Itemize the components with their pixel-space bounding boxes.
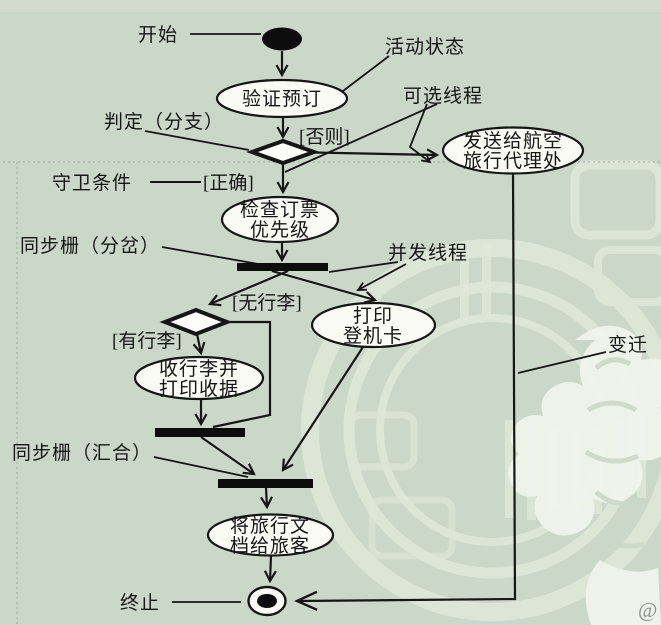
annotation-decision-branch: 判定（分支）	[104, 111, 224, 133]
collect-label-1: 收行李并	[159, 358, 239, 380]
activity-print-boarding-pass	[310, 301, 437, 349]
verify-label: 验证预订	[242, 88, 322, 110]
pointer-concurrent-thread-1	[328, 261, 399, 273]
check-label-2: 优先级	[250, 219, 310, 241]
activity-verify-reservation	[215, 78, 349, 119]
edge-send-to-final	[294, 173, 517, 611]
pointer-optional-thread-2	[284, 103, 438, 173]
pointer-optional-thread-1	[408, 103, 432, 164]
check-label-1: 检查订票	[240, 199, 320, 221]
fork-bar	[237, 263, 328, 271]
annotation-sync-join: 同步栅（汇合）	[12, 442, 152, 464]
edge-join2-to-give	[260, 487, 273, 510]
give-label-1: 将旅行文	[230, 515, 310, 537]
guard-correct: [正确]	[203, 172, 254, 194]
pointer-sync-join	[153, 456, 249, 478]
annotation-sync-fork: 同步栅（分岔）	[20, 235, 160, 257]
annotation-optional-thread: 可选线程	[403, 85, 483, 107]
join-bar-2	[218, 479, 313, 488]
pointer-decision-branch	[144, 130, 250, 151]
label-end: 终止	[120, 592, 160, 614]
decision-diamond-1	[246, 138, 320, 166]
edge-has-luggage-to-collect	[192, 333, 206, 356]
join-bar-1	[155, 428, 245, 437]
diagram-nodes	[133, 27, 585, 617]
final-node	[247, 585, 287, 617]
edge-give-to-final	[263, 555, 277, 584]
annotation-activity-state: 活动状态	[385, 36, 465, 58]
start-node	[262, 27, 302, 51]
pointer-transition	[517, 351, 607, 374]
edge-fork-to-print	[271, 269, 378, 304]
edge-join1-to-join2	[200, 436, 256, 476]
guard-no-luggage: [无行李]	[232, 292, 302, 314]
guard-has-luggage: [有行李]	[112, 330, 182, 352]
flow-edges	[192, 51, 517, 611]
activity-check-priority	[220, 195, 340, 244]
annotation-transition: 变迁	[608, 334, 648, 356]
annotation-concurrent-thread: 并发线程	[388, 242, 468, 264]
edge-print-to-join2	[281, 346, 364, 472]
diagram-text: 开始 活动状态 可选线程 判定（分支） [否则] 守卫条件 [正确] 同步栅（分…	[12, 24, 657, 622]
activity-collect-luggage	[133, 355, 265, 401]
collect-label-2: 打印收据	[159, 378, 239, 400]
activity-give-documents	[206, 513, 335, 557]
edge-no-luggage-bypass	[212, 320, 272, 429]
annotation-guard-condition: 守卫条件	[52, 172, 132, 194]
decision-diamond-2	[159, 307, 233, 337]
send-label-1: 发送给航空	[463, 130, 563, 152]
label-start: 开始	[138, 24, 178, 46]
annotation-lines	[144, 33, 607, 603]
guard-otherwise: [否则]	[299, 126, 350, 148]
edge-otherwise-to-send	[313, 148, 440, 162]
print-label-1: 打印	[353, 305, 393, 327]
give-label-2: 档给旅客	[230, 535, 310, 557]
activity-send-to-agency	[441, 126, 585, 175]
pointer-concurrent-thread-2	[356, 263, 407, 291]
send-label-2: 旅行代理处	[463, 150, 563, 172]
at-sign-watermark: @	[638, 598, 657, 622]
pointer-activity-state	[342, 55, 390, 92]
print-label-2: 登机卡	[343, 325, 403, 347]
watermark-dragon	[508, 325, 661, 625]
edge-fork-to-luggage-decision	[207, 269, 289, 307]
